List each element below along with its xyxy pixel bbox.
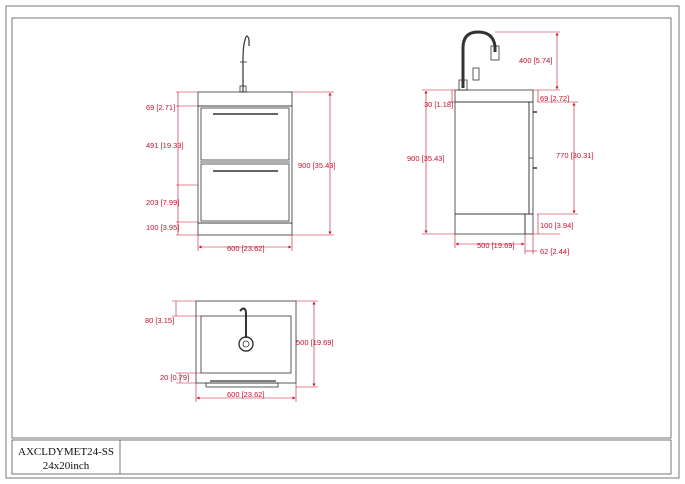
front-dim-height: 900 [35.43] — [298, 161, 336, 170]
top-dim-front-margin: 20 [0.79] — [160, 373, 189, 382]
top-dim-width: 600 [23.62] — [227, 390, 265, 399]
side-toe-kick — [524, 213, 534, 235]
outer-border — [5, 5, 680, 479]
top-view-labels: 80 [3.15] 500 [19.69] 20 [0.79] 600 [23.… — [145, 316, 334, 399]
top-drawer-front — [205, 382, 279, 388]
front-drawer-lower — [200, 163, 290, 222]
front-plinth — [197, 222, 293, 236]
front-dim-width: 600 [23.62] — [227, 244, 265, 253]
front-view: 69 [2.71] 491 [19.33] 203 [7.99] 100 [3.… — [146, 35, 336, 253]
side-view: 400 [5.74] 30 [1.18] 900 [35.43] 69 [2.7… — [407, 30, 594, 256]
front-drawer-upper — [200, 107, 290, 161]
front-faucet-icon — [242, 35, 250, 92]
front-dim-counter-top: 69 [2.71] — [146, 103, 175, 112]
side-view-outline — [454, 30, 537, 235]
side-plinth — [454, 213, 526, 235]
side-dim-counter-top: 69 [2.72] — [540, 94, 569, 103]
front-view-outline — [197, 35, 293, 236]
front-dim-drawer-lower: 203 [7.99] — [146, 198, 179, 207]
front-dim-drawer-upper: 491 [19.33] — [146, 141, 184, 150]
side-dim-height: 900 [35.43] — [407, 154, 445, 163]
side-dim-cabinet-body: 770 [30.31] — [556, 151, 594, 160]
side-view-labels: 400 [5.74] 30 [1.18] 900 [35.43] 69 [2.7… — [407, 56, 594, 256]
front-view-labels: 69 [2.71] 491 [19.33] 203 [7.99] 100 [3.… — [146, 103, 336, 253]
side-counter — [454, 89, 534, 103]
front-dim-plinth: 100 [3.95] — [146, 223, 179, 232]
side-dim-faucet-height: 400 [5.74] — [519, 56, 552, 65]
top-faucet-icon — [239, 307, 247, 338]
model-size: 24x20inch — [43, 460, 90, 472]
front-view-dimensions — [176, 91, 334, 251]
model-number: AXCLDYMET24-SS — [18, 446, 114, 458]
top-view-outline — [195, 300, 297, 388]
side-faucet-spray — [490, 45, 500, 61]
top-dim-depth: 500 [19.69] — [296, 338, 334, 347]
side-cabinet — [454, 101, 530, 215]
top-view-dimensions — [172, 300, 318, 402]
side-dim-toe-kick: 62 [2.44] — [540, 247, 569, 256]
inner-border — [11, 17, 672, 439]
side-dim-depth: 500 [19.69] — [477, 241, 515, 250]
title-block: AXCLDYMET24-SS 24x20inch — [11, 439, 672, 475]
top-view: 80 [3.15] 500 [19.69] 20 [0.79] 600 [23.… — [145, 300, 334, 402]
drawing-frame — [5, 5, 680, 479]
front-cabinet — [197, 105, 293, 224]
side-dim-top-offset: 30 [1.18] — [424, 100, 453, 109]
front-counter — [197, 91, 293, 107]
side-dim-plinth: 100 [3.94] — [540, 221, 573, 230]
top-drain-center — [242, 340, 250, 348]
side-faucet-lever — [472, 67, 480, 81]
side-faucet-icon — [461, 30, 497, 88]
top-dim-back-margin: 80 [3.15] — [145, 316, 174, 325]
side-view-dimensions — [422, 31, 578, 254]
title-block-frame — [11, 439, 672, 475]
top-drain-icon — [238, 336, 254, 352]
